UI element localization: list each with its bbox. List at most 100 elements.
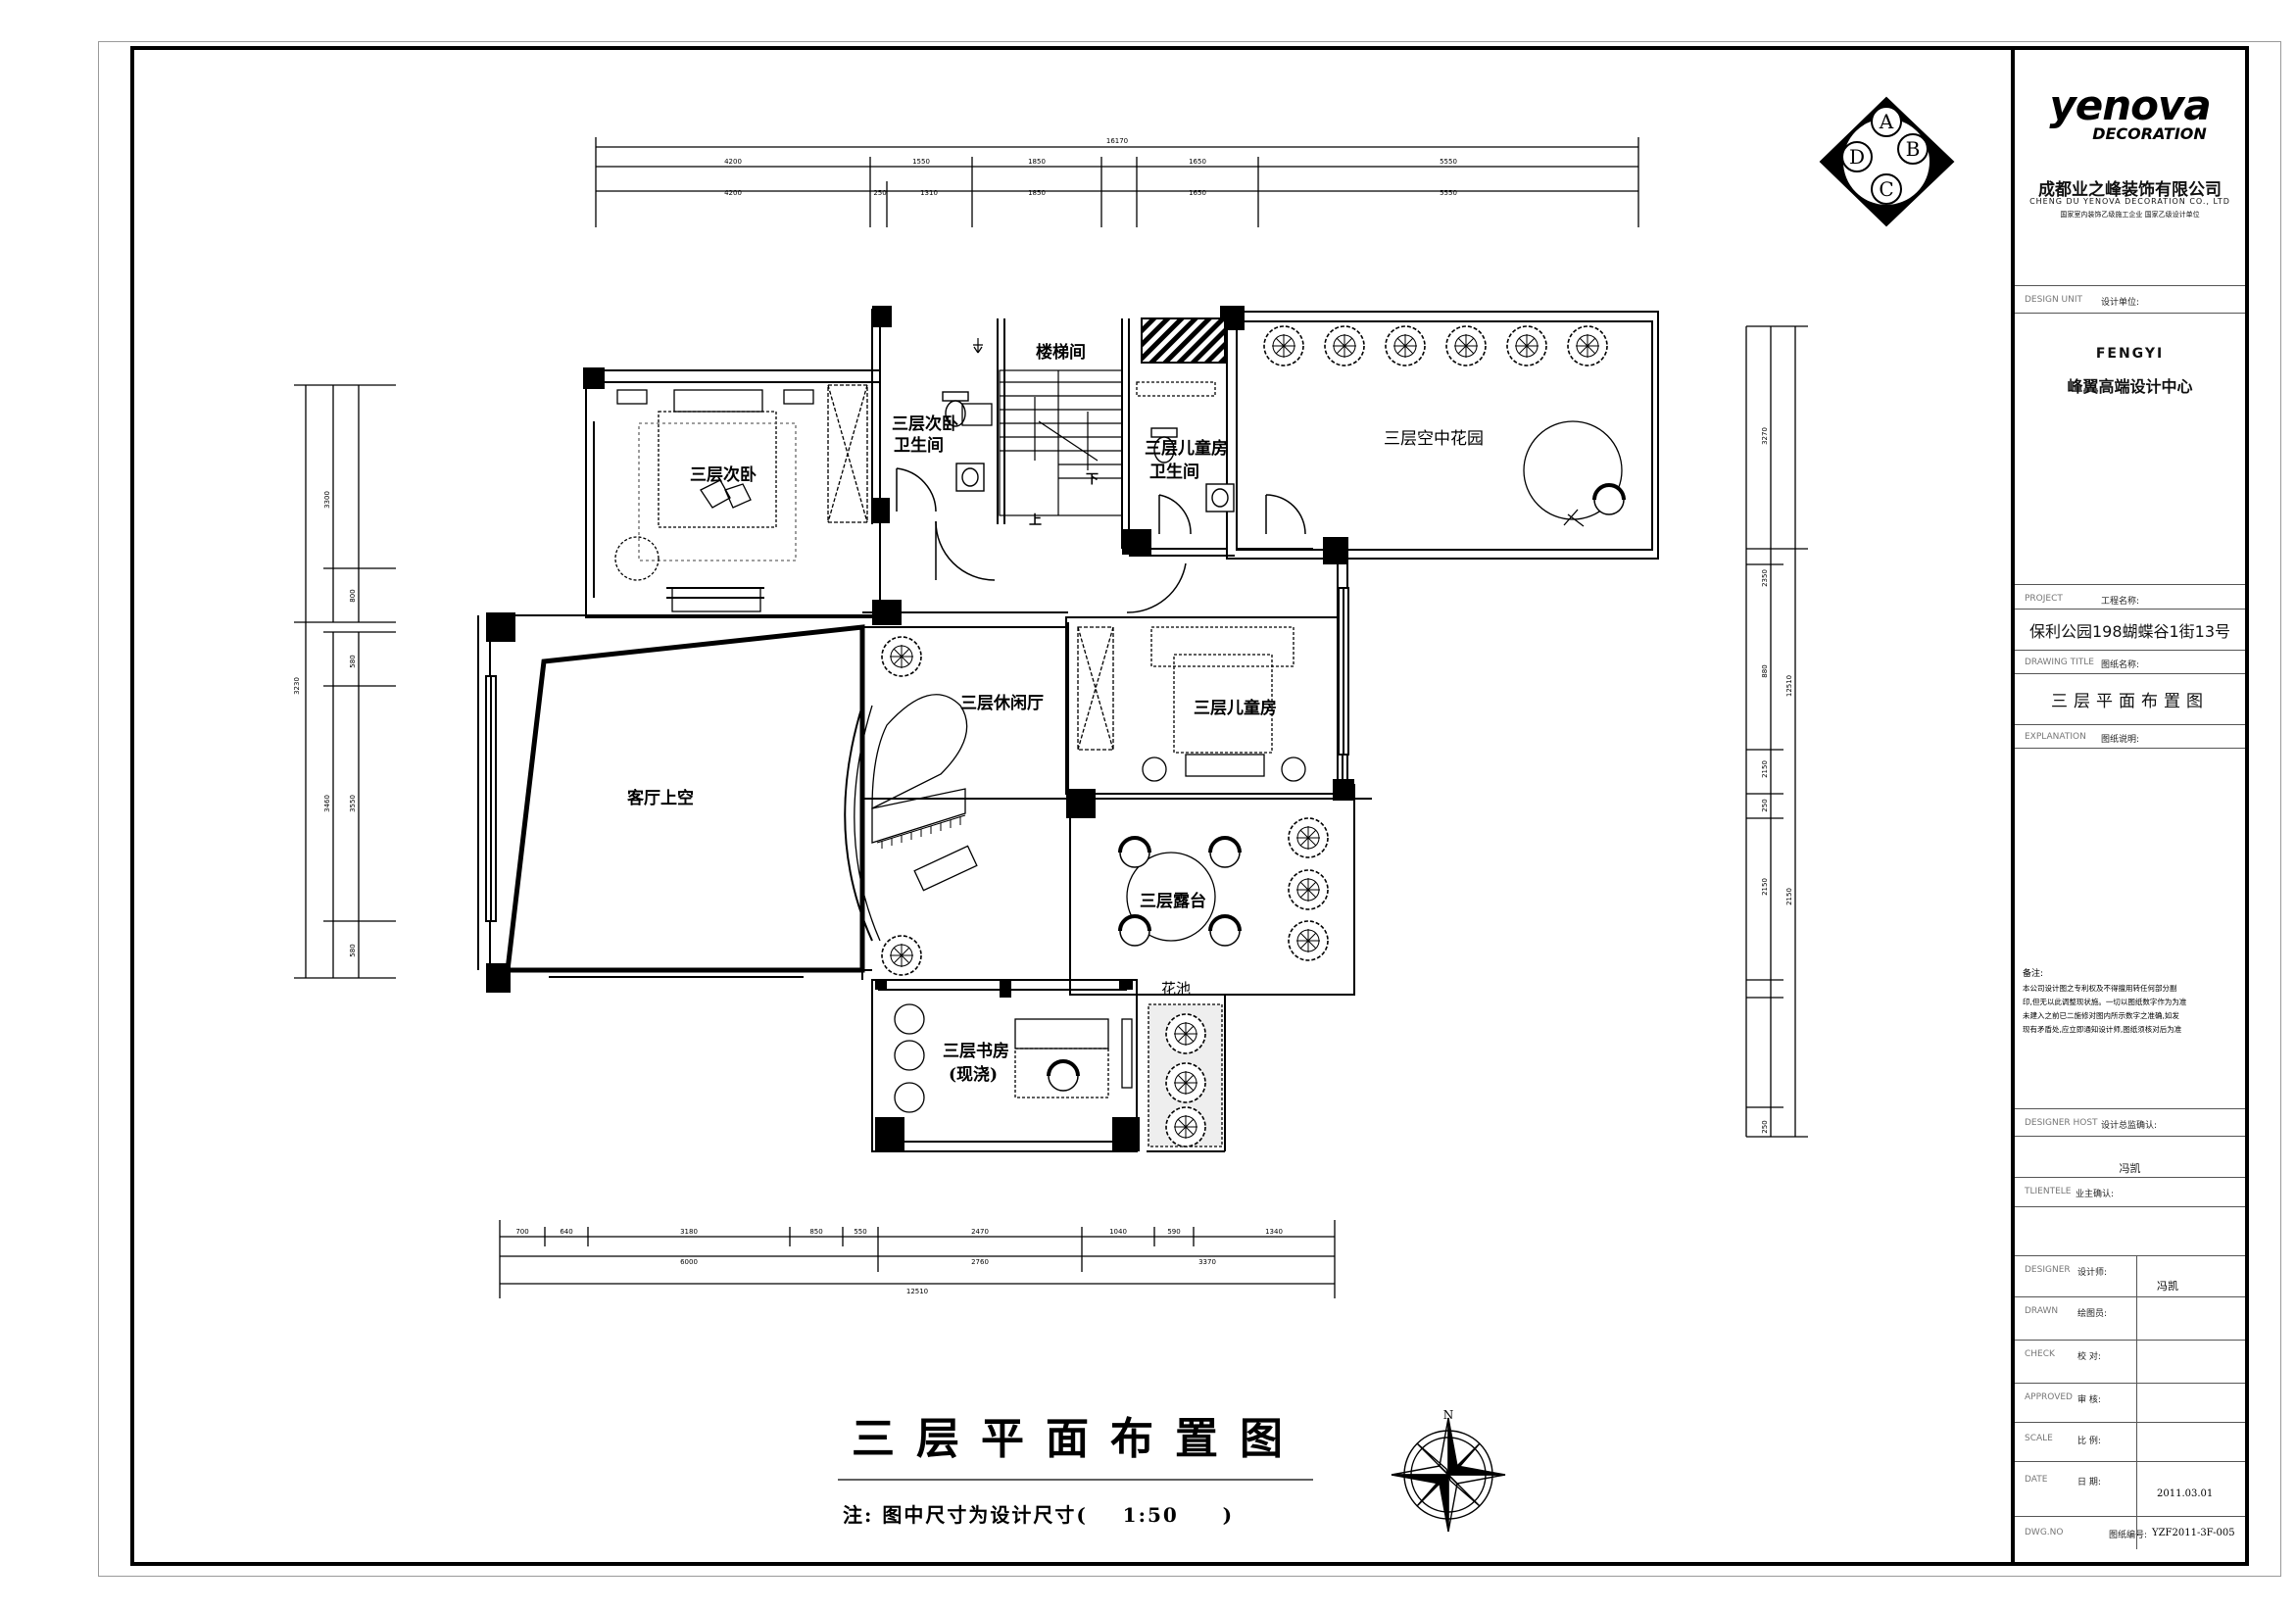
check-label: CHECK bbox=[2025, 1349, 2055, 1359]
svg-text:580: 580 bbox=[349, 944, 357, 956]
design-unit-cn: 设计单位: bbox=[2101, 298, 2140, 308]
svg-text:2150: 2150 bbox=[1761, 878, 1769, 896]
top-dimension-text: 16170 4200 1550 1850 1650 5550 4200 250 … bbox=[724, 137, 1457, 197]
room-label-study-2: (现浇) bbox=[949, 1065, 999, 1085]
svg-text:800: 800 bbox=[349, 589, 357, 602]
date-cn: 日 期: bbox=[2077, 1478, 2101, 1488]
approved-cn: 审 核: bbox=[2077, 1395, 2101, 1405]
design-unit-label: DESIGN UNIT bbox=[2025, 295, 2083, 305]
drawing-title: 三层平面布置图 bbox=[852, 1414, 1304, 1464]
room-label-secondary-bath-1: 三层次卧 bbox=[892, 415, 958, 434]
svg-text:6000: 6000 bbox=[680, 1258, 698, 1266]
project-name: 保利公园198蝴蝶谷1街13号 bbox=[2028, 622, 2231, 641]
room-label-kids-bath-2: 卫生间 bbox=[1149, 463, 1199, 482]
notes-line-2: 印,但无以此调整现状施。一切以图纸数字作为为准 bbox=[2023, 998, 2187, 1006]
svg-text:3460: 3460 bbox=[323, 795, 331, 812]
designer-label: DESIGNER bbox=[2025, 1265, 2071, 1275]
date-value: 2011.03.01 bbox=[2157, 1488, 2214, 1499]
svg-text:250: 250 bbox=[1761, 799, 1769, 811]
index-mark-c: C bbox=[1879, 177, 1893, 201]
stair bbox=[973, 338, 1123, 516]
svg-text:5550: 5550 bbox=[1440, 189, 1457, 197]
approved-label: APPROVED bbox=[2025, 1392, 2073, 1402]
furniture bbox=[614, 381, 1626, 1147]
index-mark-b: B bbox=[1906, 137, 1921, 161]
svg-text:1850: 1850 bbox=[1028, 158, 1046, 166]
svg-text:1340: 1340 bbox=[1265, 1228, 1283, 1236]
svg-text:1850: 1850 bbox=[1028, 189, 1046, 197]
notes-line-1: 本公司设计图之专利权及不得擅用转任何部分副 bbox=[2023, 984, 2177, 993]
piano-keys bbox=[876, 814, 966, 849]
structural-columns bbox=[486, 306, 1354, 1151]
check-cn: 校 对: bbox=[2077, 1352, 2101, 1362]
compass-rose bbox=[1391, 1417, 1506, 1533]
stair-up-label: 上 bbox=[1029, 513, 1043, 528]
doors bbox=[844, 467, 1306, 942]
company-subtitle: 国家室内装饰乙级施工企业 国家乙级设计单位 bbox=[2060, 211, 2200, 219]
notes-line-4: 现有矛盾处,应立即通知设计师,图纸须核对后为准 bbox=[2023, 1025, 2182, 1034]
svg-text:3550: 3550 bbox=[349, 795, 357, 812]
company-name-en: CHENG DU YENOVA DECORATION CO., LTD bbox=[2029, 197, 2230, 206]
designer-cn: 设计师: bbox=[2077, 1268, 2108, 1278]
scale-label: SCALE bbox=[2025, 1434, 2053, 1443]
client-label: TLIENTELE bbox=[2025, 1187, 2072, 1196]
svg-text:12510: 12510 bbox=[906, 1288, 928, 1295]
svg-text:5550: 5550 bbox=[1440, 158, 1457, 166]
svg-text:550: 550 bbox=[854, 1228, 866, 1236]
notes-title: 备注: bbox=[2023, 969, 2044, 979]
drawn-label: DRAWN bbox=[2025, 1306, 2059, 1316]
svg-text:16170: 16170 bbox=[1106, 137, 1128, 145]
date-label: DATE bbox=[2025, 1475, 2048, 1485]
svg-text:1650: 1650 bbox=[1189, 189, 1206, 197]
designer-host-label: DESIGNER HOST bbox=[2025, 1118, 2098, 1128]
designer-host-cn: 设计总监确认: bbox=[2101, 1121, 2158, 1131]
room-label-stair: 楼梯间 bbox=[1036, 343, 1086, 363]
svg-text:2350: 2350 bbox=[1761, 569, 1769, 587]
room-label-planter: 花池 bbox=[1161, 980, 1192, 998]
brand-logo: yenova DECORATION bbox=[2049, 81, 2211, 143]
drawn-cn: 绘图员: bbox=[2077, 1309, 2108, 1319]
svg-text:12510: 12510 bbox=[1785, 675, 1793, 697]
explanation-cn: 图纸说明: bbox=[2101, 735, 2140, 745]
room-label-secondary-bedroom: 三层次卧 bbox=[690, 465, 757, 485]
svg-text:1310: 1310 bbox=[920, 189, 938, 197]
explanation-label: EXPLANATION bbox=[2025, 732, 2086, 742]
svg-text:3270: 3270 bbox=[1761, 427, 1769, 445]
hatched-storage bbox=[1141, 317, 1226, 364]
svg-text:590: 590 bbox=[1167, 1228, 1180, 1236]
svg-text:1650: 1650 bbox=[1189, 158, 1206, 166]
svg-text:2470: 2470 bbox=[971, 1228, 989, 1236]
room-label-kids-bath-1: 三层儿童房 bbox=[1145, 439, 1228, 459]
project-cn: 工程名称: bbox=[2101, 597, 2140, 607]
project-label: PROJECT bbox=[2025, 594, 2063, 604]
dwg-no: YZF2011-3F-005 bbox=[2152, 1528, 2235, 1538]
svg-text:2760: 2760 bbox=[971, 1258, 989, 1266]
svg-text:4200: 4200 bbox=[724, 158, 742, 166]
svg-text:580: 580 bbox=[349, 655, 357, 667]
drawing-title-label: DRAWING TITLE bbox=[2025, 658, 2094, 667]
right-dimensions bbox=[1745, 325, 1808, 1138]
room-label-sky-garden: 三层空中花园 bbox=[1384, 429, 1484, 449]
compass-north-label: N bbox=[1443, 1408, 1454, 1422]
room-label-kids-room: 三层儿童房 bbox=[1194, 699, 1277, 718]
designer-name: 冯凯 bbox=[2157, 1280, 2178, 1293]
drawing-sheet-border bbox=[98, 41, 2281, 1577]
scale-note: 注: 图中尺寸为设计尺寸( 1:50 ) bbox=[843, 1503, 1235, 1527]
svg-text:2150: 2150 bbox=[1785, 888, 1793, 905]
svg-text:3180: 3180 bbox=[680, 1228, 698, 1236]
svg-text:640: 640 bbox=[560, 1228, 572, 1236]
svg-text:700: 700 bbox=[515, 1228, 528, 1236]
svg-text:1550: 1550 bbox=[912, 158, 930, 166]
drawing-title-cn: 图纸名称: bbox=[2101, 660, 2140, 670]
notes-line-3: 未建入之前已二施修对图内所示数字之准确,如发 bbox=[2023, 1011, 2179, 1020]
svg-text:250: 250 bbox=[1761, 1120, 1769, 1133]
svg-text:3300: 3300 bbox=[323, 491, 331, 509]
dwg-cn: 图纸编号: bbox=[2109, 1531, 2148, 1540]
index-mark-d: D bbox=[1849, 145, 1865, 169]
studio-name: 峰翼高端设计中心 bbox=[2067, 377, 2193, 396]
void-outline bbox=[505, 624, 865, 973]
studio-logo: FENGYI bbox=[2095, 346, 2165, 362]
room-label-void: 客厅上空 bbox=[627, 789, 694, 808]
dwg-label: DWG.NO bbox=[2025, 1528, 2064, 1537]
